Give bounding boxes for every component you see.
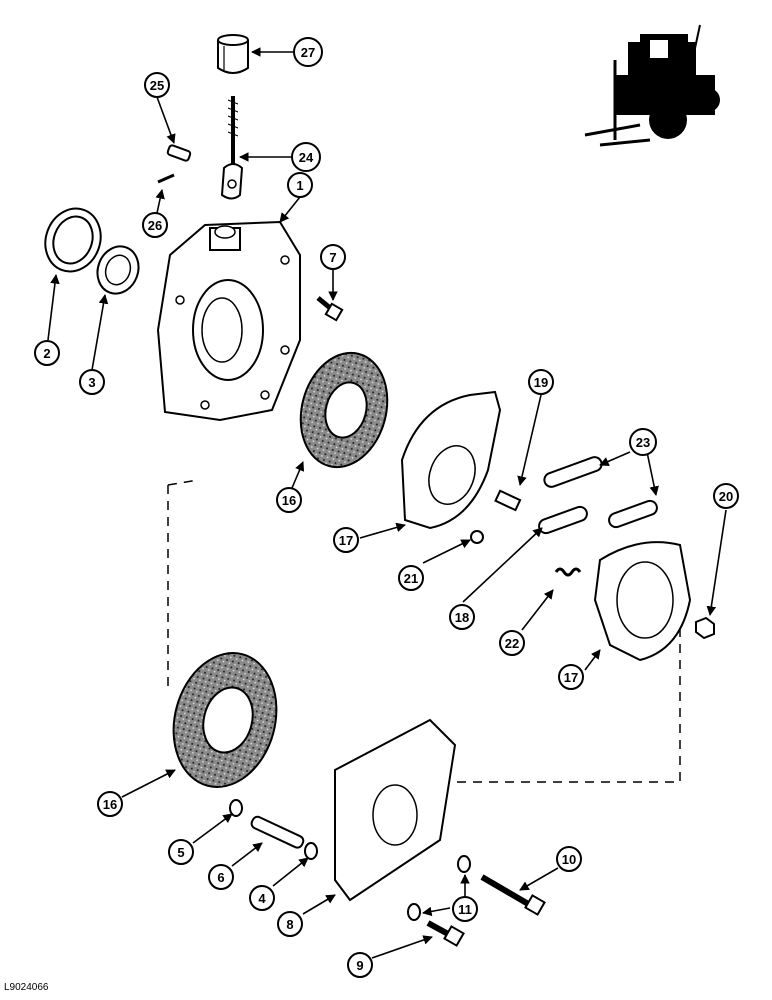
brake-plate-upper-part (400, 390, 502, 530)
svg-text:16: 16 (282, 493, 296, 508)
callout-10: 10 (556, 846, 582, 872)
callout-21: 21 (398, 565, 424, 591)
callout-17-lower: 17 (558, 664, 584, 690)
svg-text:20: 20 (719, 489, 733, 504)
callout-16-lower: 16 (97, 791, 123, 817)
steel-ball-part (470, 530, 484, 544)
friction-disc-upper-part (299, 351, 389, 469)
bearing-ring-part (44, 207, 102, 273)
callout-16-upper: 16 (276, 487, 302, 513)
callout-25: 25 (144, 72, 170, 98)
bolt-part-7 (316, 296, 344, 322)
lock-washer-upper-part (457, 855, 471, 873)
callout-2: 2 (34, 340, 60, 366)
callout-8: 8 (277, 911, 303, 937)
svg-text:27: 27 (301, 45, 315, 60)
svg-text:17: 17 (339, 533, 353, 548)
svg-text:17: 17 (564, 670, 578, 685)
callout-27: 27 (293, 37, 323, 67)
figure-id-label: L9024066 (4, 982, 49, 993)
pin-part-6 (250, 815, 305, 849)
svg-text:4: 4 (258, 891, 266, 906)
nut-part-20 (695, 616, 715, 640)
callout-23: 23 (629, 428, 657, 456)
threaded-rod-part (220, 96, 244, 200)
callout-4: 4 (249, 885, 275, 911)
svg-text:18: 18 (455, 610, 469, 625)
svg-text:16: 16 (103, 797, 117, 812)
callout-26: 26 (142, 212, 168, 238)
cotter-pin-part (157, 173, 175, 184)
lock-washer-lower-part (407, 903, 421, 921)
callout-11: 11 (452, 896, 478, 922)
svg-text:8: 8 (286, 917, 293, 932)
callout-19: 19 (528, 369, 554, 395)
svg-text:7: 7 (329, 250, 336, 265)
callout-3: 3 (79, 369, 105, 395)
brake-plate-lower-part (593, 541, 692, 662)
svg-text:21: 21 (404, 571, 418, 586)
seal-part (96, 245, 140, 295)
svg-text:24: 24 (299, 150, 314, 165)
cover-plate-part (334, 718, 457, 902)
brake-housing-part (156, 220, 301, 422)
bolt-part-10 (480, 874, 546, 916)
link-lower-left-part (538, 505, 588, 535)
callout-9: 9 (347, 952, 373, 978)
washer-part-5 (229, 799, 243, 817)
svg-text:2: 2 (43, 346, 50, 361)
link-upper-part (543, 456, 603, 488)
callout-5: 5 (168, 839, 194, 865)
svg-text:5: 5 (177, 845, 184, 860)
bleeder-fitting-part (494, 489, 522, 512)
spring-part (554, 567, 582, 577)
callout-17-upper: 17 (333, 527, 359, 553)
washer-part-4 (304, 842, 318, 860)
friction-disc-lower-part (172, 652, 278, 788)
callout-22: 22 (499, 630, 525, 656)
svg-text:6: 6 (217, 870, 224, 885)
svg-text:19: 19 (534, 375, 548, 390)
svg-text:9: 9 (356, 958, 363, 973)
svg-text:22: 22 (505, 636, 519, 651)
callout-1: 1 (287, 172, 313, 198)
forklift-icon (584, 24, 720, 147)
svg-text:11: 11 (458, 902, 472, 917)
svg-text:23: 23 (636, 435, 650, 450)
callout-6: 6 (208, 864, 234, 890)
svg-text:25: 25 (150, 78, 164, 93)
svg-text:10: 10 (562, 852, 576, 867)
assembly-outline (167, 479, 681, 783)
svg-text:3: 3 (88, 375, 95, 390)
callout-18: 18 (449, 604, 475, 630)
leader-lines (47, 47, 727, 959)
svg-text:26: 26 (148, 218, 162, 233)
link-lower-right-part (608, 499, 658, 529)
clevis-pin-part (166, 144, 192, 162)
callout-20: 20 (713, 483, 739, 509)
svg-text:1: 1 (296, 178, 303, 193)
callout-7: 7 (320, 244, 346, 270)
callout-24: 24 (291, 142, 321, 172)
bolt-part-9 (426, 920, 465, 947)
bushing-part (217, 34, 249, 74)
